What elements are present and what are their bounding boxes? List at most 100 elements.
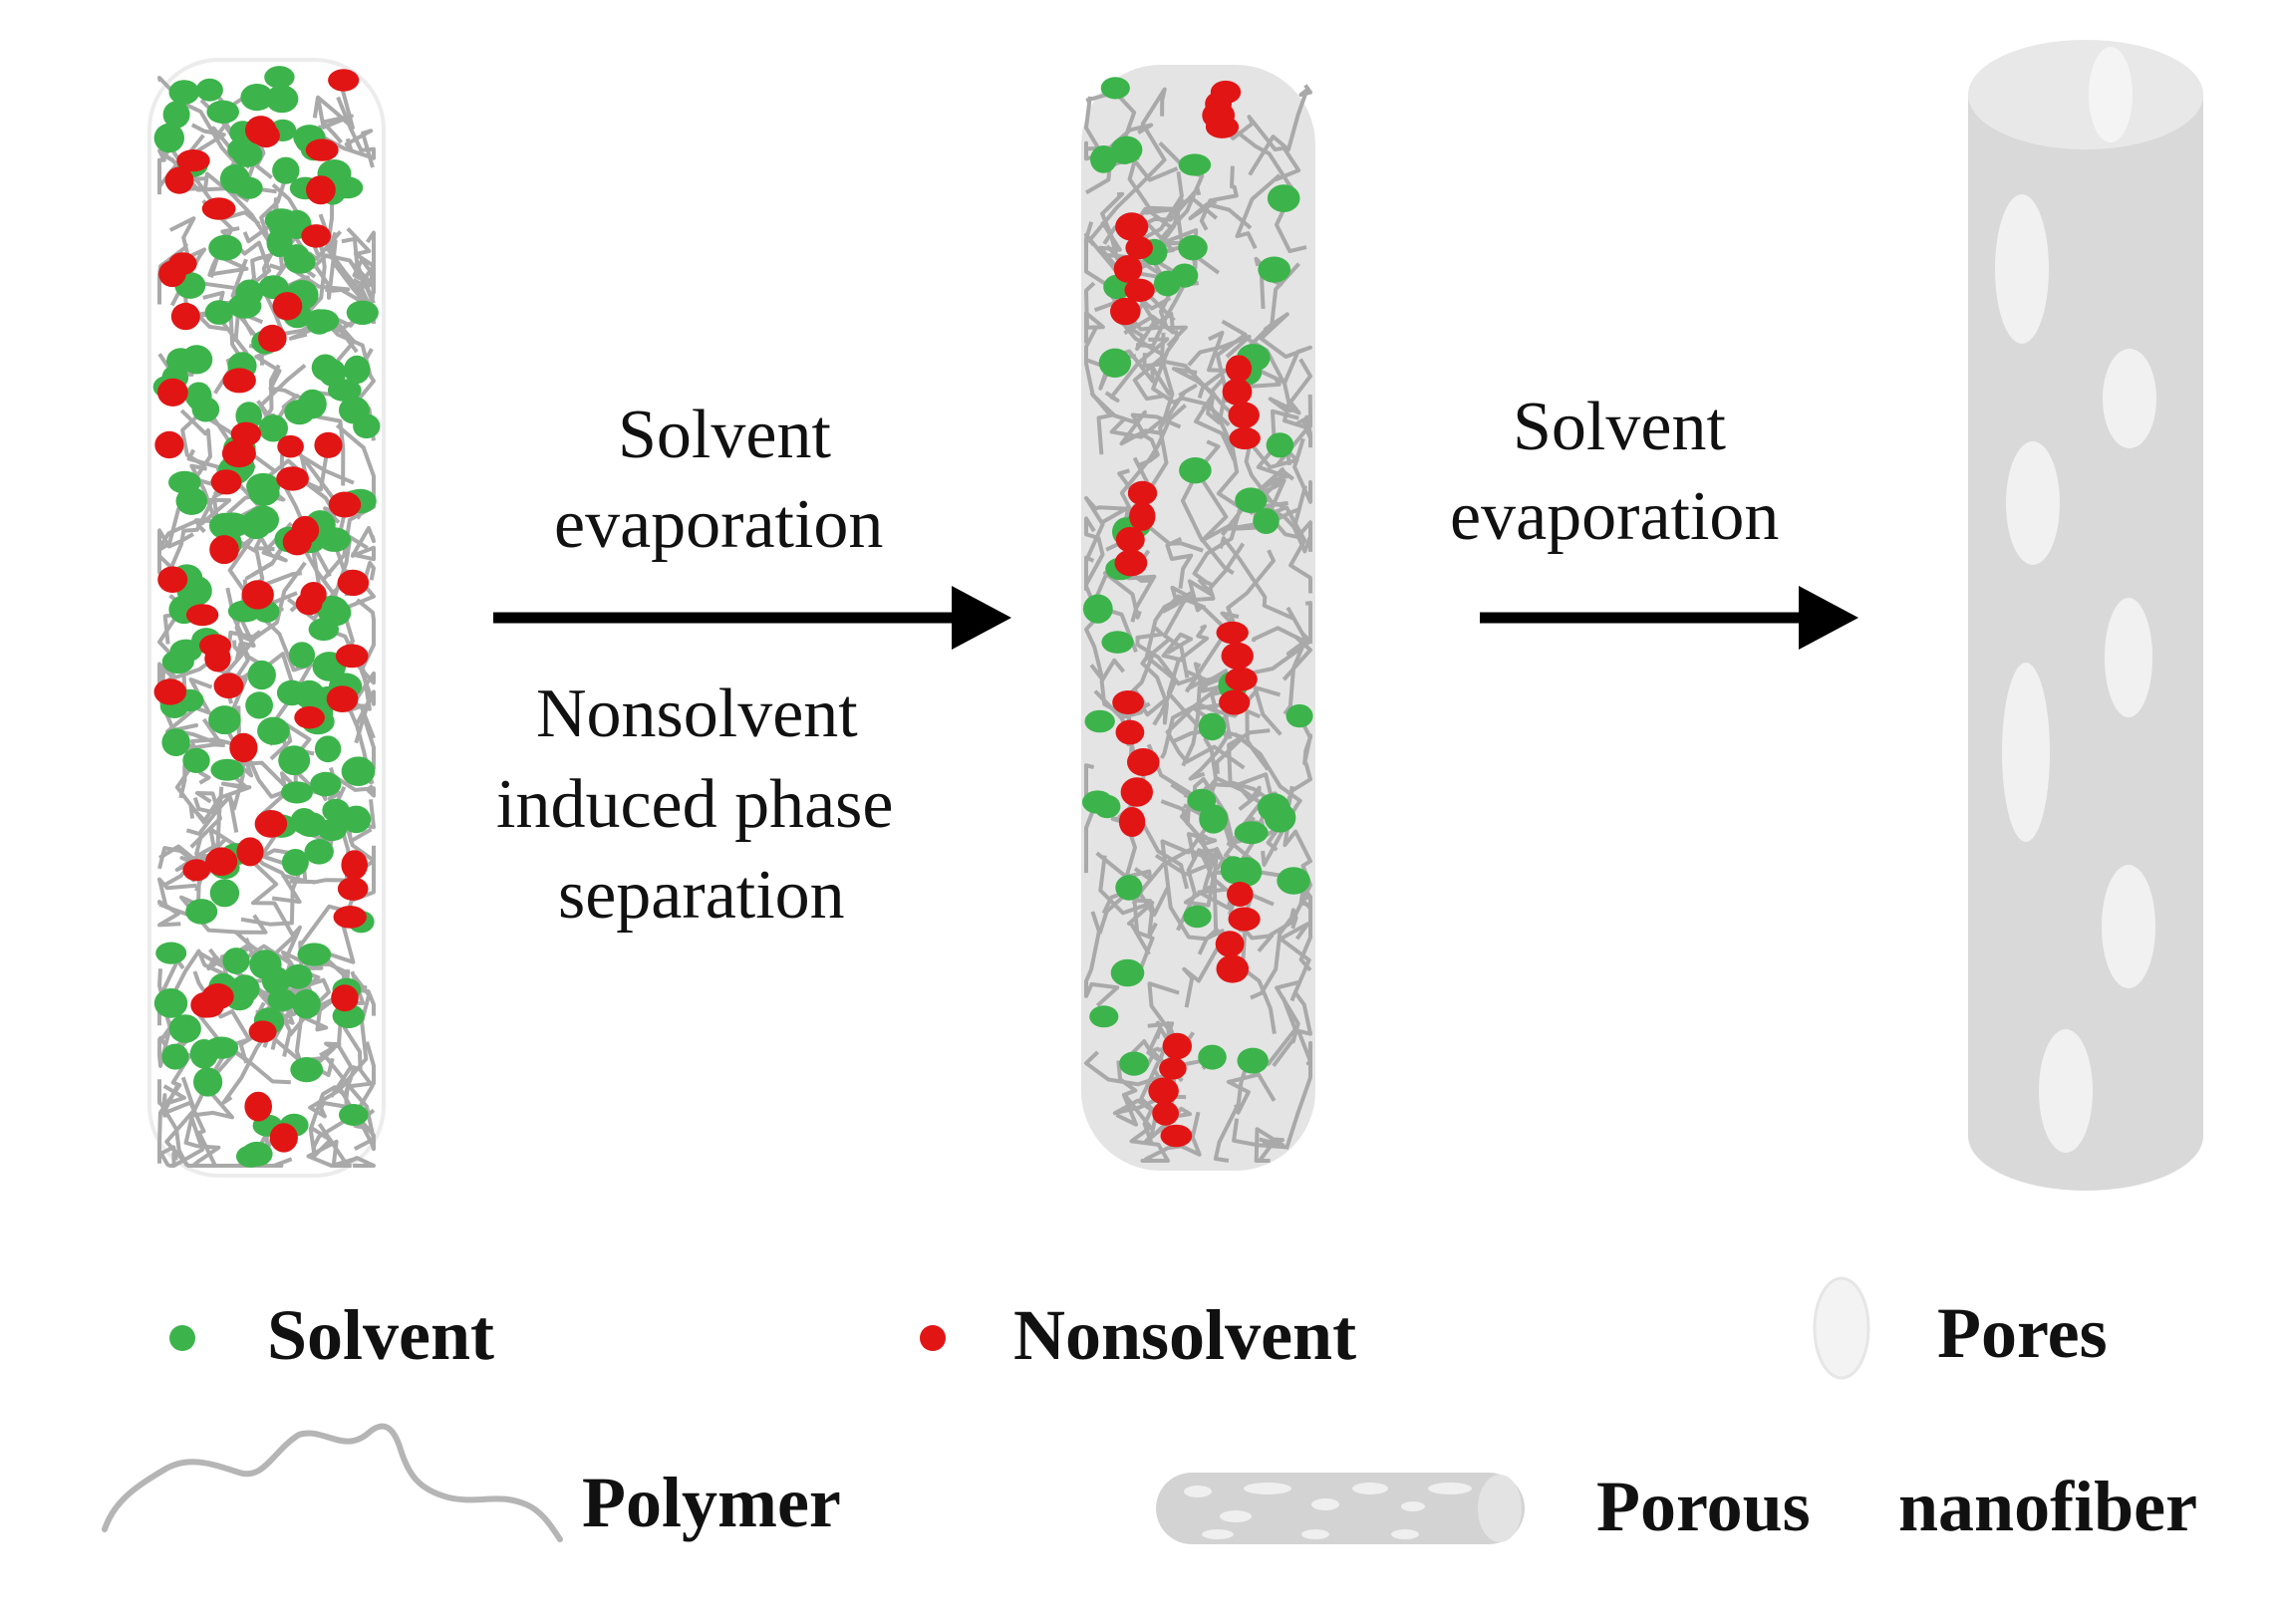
solvent-particle	[258, 275, 289, 300]
solvent-particle	[240, 1141, 273, 1167]
initial-fiber	[147, 58, 386, 1178]
polymer-chain	[1135, 626, 1209, 690]
solvent-particle	[153, 988, 188, 1018]
solvent-particle	[310, 771, 342, 797]
nonsolvent-particle	[245, 116, 277, 145]
polymer-chain	[1186, 669, 1228, 691]
nonsolvent-particle	[1115, 526, 1145, 553]
nonsolvent-particle	[170, 302, 200, 331]
polymer-chain	[1284, 484, 1312, 594]
polymer-chain	[1259, 312, 1312, 413]
polymer-chain	[1165, 681, 1246, 770]
solvent-particle	[305, 309, 334, 335]
polymer-chain	[306, 1139, 359, 1168]
polymer-chain	[157, 76, 242, 169]
polymer-chain	[1084, 496, 1129, 562]
solvent-particle	[1253, 508, 1280, 534]
nonsolvent-particle	[1115, 719, 1145, 745]
legend-nanofiber-label: nanofiber	[1898, 1467, 2198, 1546]
solvent-dot-icon	[169, 1325, 195, 1351]
step1-top-line2: evaporation	[554, 486, 884, 563]
polymer-chain	[1201, 319, 1248, 425]
solvent-particle	[1198, 712, 1227, 741]
polymer-chain	[1192, 500, 1245, 587]
polymer-chain	[1140, 636, 1173, 726]
solvent-particle	[1178, 235, 1208, 261]
nonsolvent-particle	[229, 732, 258, 763]
solvent-particle	[344, 355, 371, 385]
solvent-particle	[264, 208, 299, 233]
solvent-nonsolvent-dots	[1082, 77, 1313, 1148]
nonsolvent-particle	[269, 1123, 298, 1153]
nonsolvent-particle	[209, 535, 239, 565]
solvent-particle	[264, 66, 295, 89]
nonsolvent-particle	[157, 566, 188, 593]
polymer-chain	[1100, 404, 1187, 525]
solvent-particle	[185, 899, 218, 925]
pore	[2006, 441, 2060, 565]
polymer-chain	[1245, 708, 1271, 771]
nonsolvent-dot-icon	[920, 1325, 946, 1351]
nonsolvent-particle	[1216, 954, 1250, 983]
polymer-chain	[1304, 394, 1312, 448]
nonsolvent-particle	[1113, 255, 1143, 283]
nonsolvent-particle	[1222, 378, 1253, 406]
solvent-particle	[314, 735, 342, 763]
legend-porous-label: Porous	[1596, 1467, 1811, 1546]
solvent-particle	[311, 354, 340, 382]
polymer-chain	[166, 476, 228, 575]
polymer-chain	[1218, 536, 1295, 621]
nonsolvent-particle	[291, 515, 320, 545]
polymer-chain-icon	[102, 1423, 563, 1542]
pore	[2103, 349, 2156, 448]
polymer-chain	[341, 236, 376, 304]
nonsolvent-particle	[1225, 355, 1253, 383]
nonsolvent-particle	[210, 469, 242, 495]
nonsolvent-particle	[254, 810, 288, 838]
polymer-chain	[1095, 851, 1153, 882]
nonsolvent-particle	[1160, 1124, 1193, 1148]
solvent-particle	[1183, 905, 1212, 929]
nonsolvent-particle	[221, 439, 256, 468]
nonsolvent-particle	[213, 673, 244, 699]
solvent-particle	[180, 345, 213, 375]
nonsolvent-particle	[1118, 807, 1146, 837]
nonsolvent-particle	[276, 466, 309, 491]
nonsolvent-particle	[176, 149, 210, 172]
solvent-particle	[1237, 1047, 1269, 1074]
solvent-particle	[265, 85, 299, 114]
nonsolvent-particle	[1127, 480, 1158, 506]
polymer-chain	[1084, 911, 1120, 1007]
solvent-particle	[161, 1043, 189, 1070]
solvent-particle	[272, 156, 300, 184]
solvent-particle	[195, 78, 223, 102]
polymer-chain	[1084, 325, 1116, 455]
nonsolvent-particle	[1114, 549, 1148, 577]
polymer-chain	[1179, 785, 1218, 861]
solvent-particle	[1198, 1044, 1227, 1070]
solvent-particle	[266, 228, 293, 258]
polymer-chain	[1233, 731, 1302, 867]
step2-top-line1: Solvent	[1513, 389, 1726, 465]
nonsolvent-particle	[1205, 116, 1240, 138]
solvent-particle	[153, 123, 184, 153]
nonsolvent-particle	[222, 368, 256, 394]
nonsolvent-particle	[204, 645, 231, 673]
polymer-chain	[1298, 890, 1312, 972]
nonsolvent-particle	[1228, 402, 1260, 429]
nonsolvent-particle	[1221, 642, 1254, 670]
pore	[2102, 865, 2155, 988]
solvent-particle	[168, 80, 200, 105]
polymer-chain	[350, 525, 376, 562]
solvent-particle	[191, 397, 220, 422]
solvent-particle	[1090, 145, 1117, 173]
solvent-particle	[161, 728, 190, 757]
nonsolvent-particle	[153, 678, 187, 705]
polymer-chain	[1121, 1020, 1184, 1083]
nonsolvent-particle	[337, 569, 370, 597]
solvent-particle	[193, 1067, 223, 1097]
polymer-chain	[316, 97, 354, 144]
nonsolvent-particle	[201, 197, 236, 220]
polymer-chain	[1254, 256, 1283, 310]
polymer-chain	[1150, 384, 1198, 488]
